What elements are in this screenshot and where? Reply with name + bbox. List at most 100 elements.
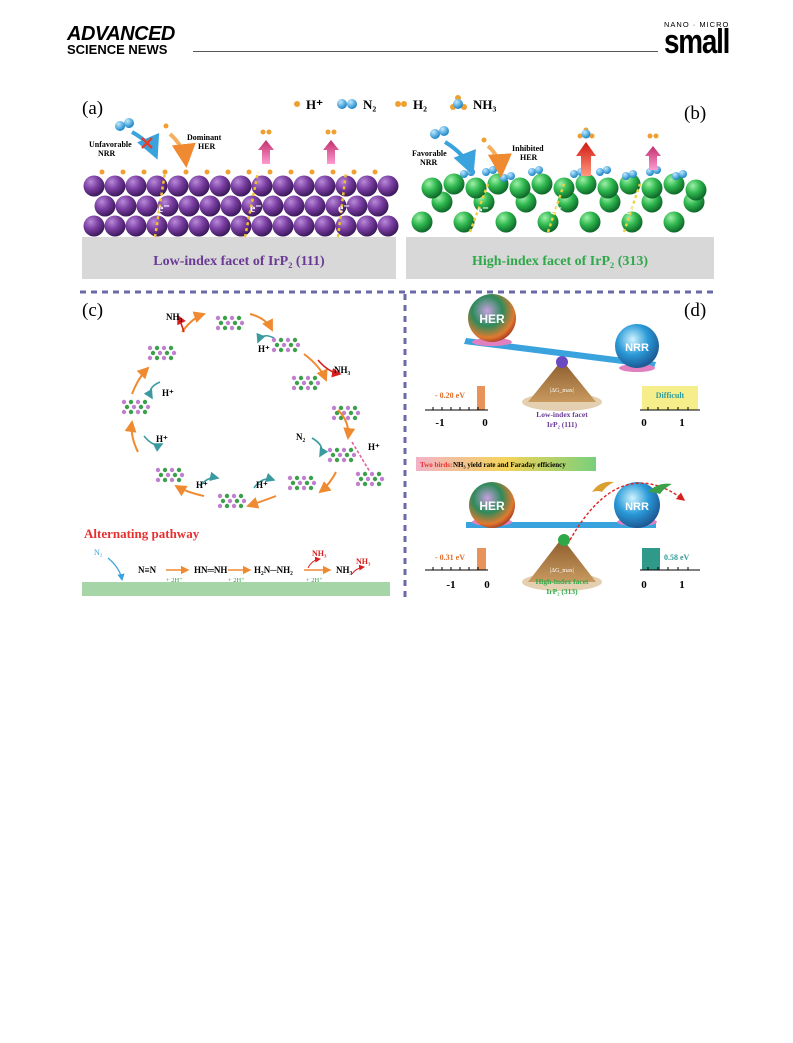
cluster-atom	[237, 326, 241, 330]
catalyst-cluster-cycle	[122, 316, 384, 508]
electron-label: e⁻	[338, 201, 350, 215]
purple-atom	[116, 196, 137, 217]
cluster-atom	[373, 477, 377, 481]
catalyst-cluster	[156, 468, 184, 482]
pivot-ball	[556, 356, 568, 368]
hplus-dot	[247, 170, 252, 175]
cluster-atom	[237, 316, 241, 320]
favorable-nrr-arrow	[445, 142, 472, 172]
cluster-atom	[302, 381, 306, 385]
cluster-atom	[295, 381, 299, 385]
cluster-atom	[275, 343, 279, 347]
cycle-arrows	[132, 314, 349, 506]
hplus-dot	[164, 124, 169, 129]
cluster-atom	[151, 351, 155, 355]
pathway-n2: N₂	[94, 548, 103, 557]
her-label: HER	[479, 312, 505, 326]
cluster-atom	[316, 381, 320, 385]
cluster-atom	[363, 472, 367, 476]
cluster-atom	[158, 351, 162, 355]
inhibited-label-1: Inhibited	[512, 144, 544, 153]
nh3-out-arrow	[352, 567, 364, 574]
pathway-title: Alternating pathway	[84, 526, 200, 541]
cluster-atom	[240, 321, 244, 325]
unfavorable-label-2: NRR	[98, 149, 116, 158]
cluster-atom	[129, 410, 133, 414]
n2-atom	[507, 172, 515, 180]
publisher-logo: ADVANCED SCIENCE NEWS	[67, 24, 175, 56]
catalyst-cluster	[332, 406, 360, 420]
n2-atom	[596, 168, 604, 176]
green-atom	[642, 178, 663, 199]
hplus-dot	[121, 170, 126, 175]
cluster-atom	[353, 416, 357, 420]
axis-tick-label: 0	[482, 417, 488, 429]
n2-atom	[489, 166, 497, 174]
purple-atom	[378, 216, 399, 237]
pyramid-label: |ΔG_max|	[550, 568, 574, 574]
journal-name: small	[664, 29, 729, 55]
cluster-atom	[228, 499, 232, 503]
cluster-atom	[306, 376, 310, 380]
n2-atom	[570, 170, 578, 178]
cycle-label-nh3-a: NH₃	[166, 312, 183, 322]
nrr-difficult-label: Difficult	[656, 391, 685, 400]
cycle-label-n2: N₂	[296, 432, 305, 442]
h2-legend-atom	[395, 101, 401, 107]
n2-uptake-arrow	[312, 438, 322, 456]
n2-legend-atom	[337, 99, 347, 109]
panel-b-footer: High-index facet of IrP₂ (313)	[472, 254, 648, 269]
catalyst-cluster	[328, 448, 356, 462]
journal-logo: NANO · MICRO small	[664, 20, 743, 55]
n2-atom	[535, 166, 543, 174]
cluster-atom	[302, 486, 306, 490]
hplus-dot	[184, 170, 189, 175]
cluster-atom	[148, 356, 152, 360]
inhibited-label-2: HER	[520, 153, 538, 162]
cluster-atom	[359, 477, 363, 481]
cluster-atom	[132, 405, 136, 409]
cluster-atom	[342, 458, 346, 462]
h2-atom	[648, 134, 653, 139]
n2-legend-atom	[347, 99, 357, 109]
green-atom	[664, 212, 685, 233]
dominant-label-1: Dominant	[187, 133, 222, 142]
cluster-atom	[219, 321, 223, 325]
purple-atom	[168, 216, 189, 237]
catalyst-cluster	[272, 338, 300, 352]
panel-c-label: (c)	[82, 300, 103, 321]
figure: (a) (b) (c) (d) H⁺ N₂ H₂ NH₃ Low-index f…	[80, 92, 716, 600]
hplus-dot	[205, 170, 210, 175]
cluster-atom	[146, 405, 150, 409]
green-atom	[686, 180, 707, 201]
purple-atom	[126, 216, 147, 237]
purple-atom	[378, 176, 399, 197]
her-energy-bar	[477, 548, 486, 570]
hplus-dot	[268, 170, 273, 175]
cluster-atom	[155, 346, 159, 350]
purple-atom	[200, 196, 221, 217]
pathway-step-label: + 2H⁺	[228, 577, 245, 584]
cluster-atom	[309, 476, 313, 480]
pathway-species-4: NH₃	[336, 565, 353, 575]
cluster-atom	[216, 326, 220, 330]
her-energy-value: - 0.31 eV	[435, 553, 465, 562]
cluster-atom	[166, 473, 170, 477]
cluster-atom	[223, 326, 227, 330]
panel-a-label: (a)	[82, 98, 103, 119]
purple-atom	[179, 196, 200, 217]
purple-atom-lattice	[84, 176, 399, 237]
cycle-label-hplus-6: H⁺	[256, 480, 268, 490]
her-energy-value: - 0.20 eV	[435, 391, 465, 400]
nh3-out-label: NH₃	[356, 557, 371, 566]
cluster-atom	[136, 400, 140, 404]
purple-atom	[336, 216, 357, 237]
purple-atom	[137, 196, 158, 217]
cluster-atom	[225, 504, 229, 508]
cycle-label-hplus-4: H⁺	[156, 434, 168, 444]
pathway-step-label: + 2H⁺	[166, 577, 183, 584]
cluster-atom	[356, 472, 360, 476]
purple-atom	[84, 216, 105, 237]
axis-tick-label: 0	[641, 579, 647, 591]
cluster-atom	[163, 468, 167, 472]
